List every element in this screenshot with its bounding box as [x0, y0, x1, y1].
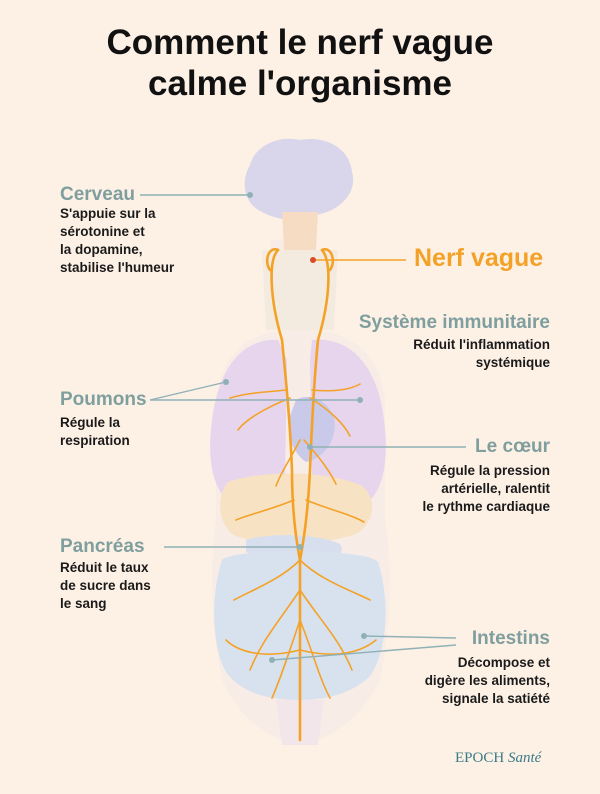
title-line-2: calme l'organisme — [147, 64, 452, 103]
cerveau-heading: Cerveau — [60, 184, 135, 205]
left-lung-shape — [210, 339, 287, 509]
intestins-desc: Décompose et digère les aliments, signal… — [424, 655, 550, 706]
leader-dots — [223, 192, 367, 663]
credit-section: Santé — [507, 750, 542, 766]
poumons-desc: Régule la respiration — [60, 415, 130, 448]
poumons-heading: Poumons — [60, 389, 147, 410]
pancreas-desc: Réduit le taux de sucre dans le sang — [60, 560, 151, 611]
coeur-heading: Le cœur — [475, 436, 550, 457]
nerve-label: Nerf vague — [414, 244, 544, 272]
credit-brand: EPOCH — [455, 750, 505, 766]
credit-logo: EPOCH Santé — [455, 750, 541, 767]
stomach-shape — [220, 473, 373, 544]
immunitaire-heading: Système immunitaire — [358, 312, 550, 333]
nerve-leader-dot — [310, 257, 316, 263]
title-line-1: Comment le nerf vague — [106, 23, 494, 62]
immunitaire-desc: Réduit l'inflammation systémique — [413, 337, 550, 370]
intestins-heading: Intestins — [471, 628, 550, 649]
coeur-desc: Régule la pression artérielle, ralentit … — [422, 463, 550, 514]
cerveau-desc: S'appuie sur la sérotonine et la dopamin… — [60, 206, 175, 275]
pancreas-heading: Pancréas — [60, 536, 145, 557]
page-title: Comment le nerf vague calme l'organisme — [0, 22, 600, 104]
throat-shape — [262, 250, 338, 330]
leader-lines — [140, 194, 466, 661]
brainstem-shape — [282, 212, 318, 250]
brain-shape — [244, 138, 354, 220]
right-lung-shape — [310, 339, 386, 511]
